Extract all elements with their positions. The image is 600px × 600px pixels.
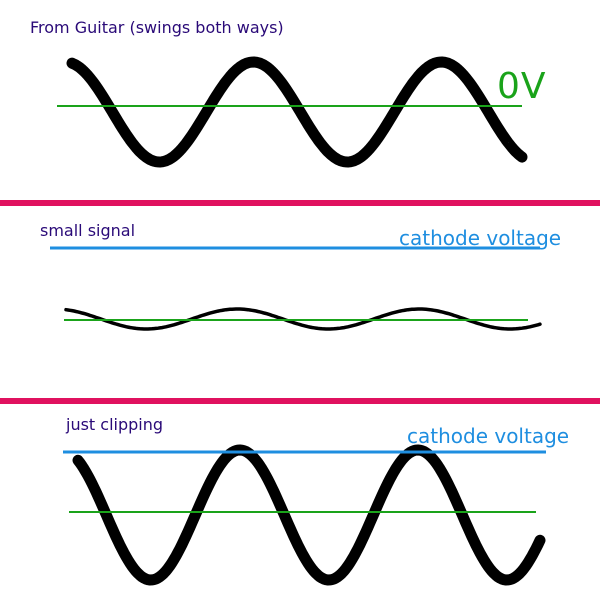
zero-volt-label: 0V [497, 66, 547, 107]
guitar-signal-label: From Guitar (swings both ways) [30, 18, 284, 37]
divider-bottom [0, 398, 600, 404]
divider-top [0, 200, 600, 206]
guitar-signal-wave [66, 56, 528, 168]
cathode-voltage-label-small: cathode voltage [399, 226, 562, 250]
clipping-signal-wave [72, 444, 546, 586]
just-clipping-label: just clipping [66, 415, 164, 434]
cathode-voltage-label-clipping: cathode voltage [407, 424, 570, 448]
small-signal-label: small signal [40, 221, 136, 240]
small-signal-wave [64, 307, 542, 331]
